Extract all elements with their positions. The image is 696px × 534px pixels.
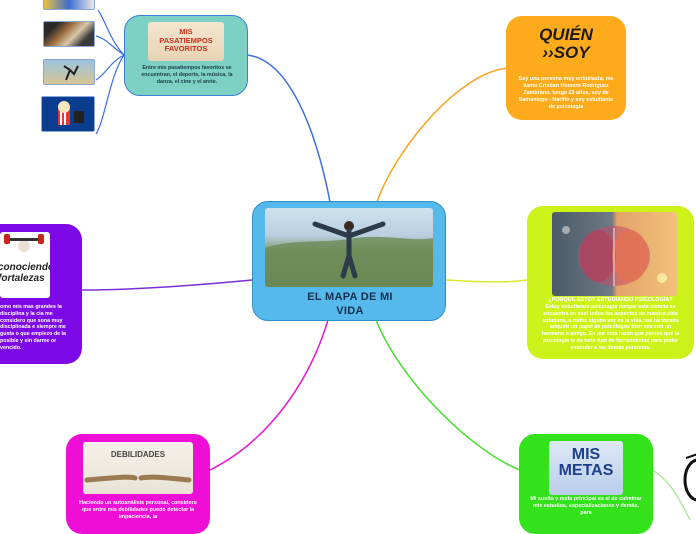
fortalezas-image-title-1: conociendo	[0, 262, 50, 273]
pasatiempos-image-title-3: FAVORITOS	[164, 44, 208, 54]
central-node[interactable]: EL MAPA DE MI VIDA	[252, 201, 446, 321]
metas-image-title-1: MIS	[571, 446, 601, 463]
metas-node[interactable]: MIS METAS Mi sueño y meta principal es e…	[519, 434, 653, 534]
link-debilidades	[209, 319, 329, 471]
quien-soy-image: QUIÉN ››SOY	[534, 24, 598, 74]
psicologia-heading: ¿PORQUE ESTOY ESTUDIANDO PSICOLOGÍA?	[548, 297, 673, 303]
debilidades-image: DEBILIDADES	[83, 442, 193, 494]
psicologia-node[interactable]: ¿PORQUE ESTOY ESTUDIANDO PSICOLOGÍA? Est…	[527, 206, 694, 359]
link-fortalezas	[81, 279, 253, 291]
pasatiempos-image-title-1: MIS	[179, 27, 193, 36]
pasatiempos-text: Entre mis pasatiempos favoritos se encue…	[141, 65, 233, 85]
quien-soy-image-title-1: QUIÉN	[539, 25, 593, 44]
mind-map-connectors	[81, 9, 691, 520]
fortalezas-text: omo mis mas grandes la disciplina y la c…	[0, 304, 66, 351]
debilidades-image-title: DEBILIDADES	[110, 450, 166, 459]
link-metas	[375, 319, 521, 471]
psicologia-text: Estoy estudiando psicología porque esta …	[541, 304, 680, 351]
central-image	[265, 208, 433, 287]
dance-thumbnail-icon[interactable]	[43, 59, 95, 85]
cinema-thumbnail-icon[interactable]	[41, 96, 95, 132]
pasatiempos-image: MIS PASATIEMPOS FAVORITOS	[148, 22, 224, 61]
guitar-thumbnail-icon[interactable]	[43, 21, 95, 47]
metas-text: Mi sueño y meta principal es el de culmi…	[530, 496, 642, 516]
psicologia-brain-image	[552, 212, 677, 296]
metas-image: MIS METAS	[549, 441, 623, 495]
pasatiempos-node[interactable]: MIS PASATIEMPOS FAVORITOS Entre mis pasa…	[124, 15, 248, 96]
link-thumbs	[95, 9, 125, 135]
debilidades-text: Haciendo un autoanálisis personal, consi…	[79, 500, 197, 520]
link-metas-sub	[651, 469, 691, 520]
quien-soy-node[interactable]: QUIÉN ››SOY Soy una persona muy entusias…	[506, 16, 626, 120]
central-title: EL MAPA DE MI VIDA	[307, 291, 393, 318]
quien-soy-text: Soy una persona muy entusiasta, me llamo…	[518, 76, 614, 110]
link-psicologia	[445, 279, 528, 283]
debilidades-node[interactable]: DEBILIDADES Haciendo un autoanálisis per…	[66, 434, 210, 534]
link-pasatiempos	[246, 54, 331, 203]
link-quien-soy	[376, 67, 511, 203]
sports-thumbnail-icon[interactable]	[43, 0, 95, 10]
fortalezas-image: conociendo fortalezas	[0, 232, 50, 298]
fortalezas-image-title-2: fortalezas	[0, 273, 45, 284]
quien-soy-image-title-2: ››SOY	[542, 42, 590, 62]
fortalezas-node[interactable]: conociendo fortalezas omo mis mas grande…	[0, 224, 82, 364]
metas-image-title-2: METAS	[558, 462, 614, 479]
metas-sub-graphic	[683, 453, 696, 502]
pasatiempos-image-title-2: PASATIEMPOS	[159, 35, 213, 45]
